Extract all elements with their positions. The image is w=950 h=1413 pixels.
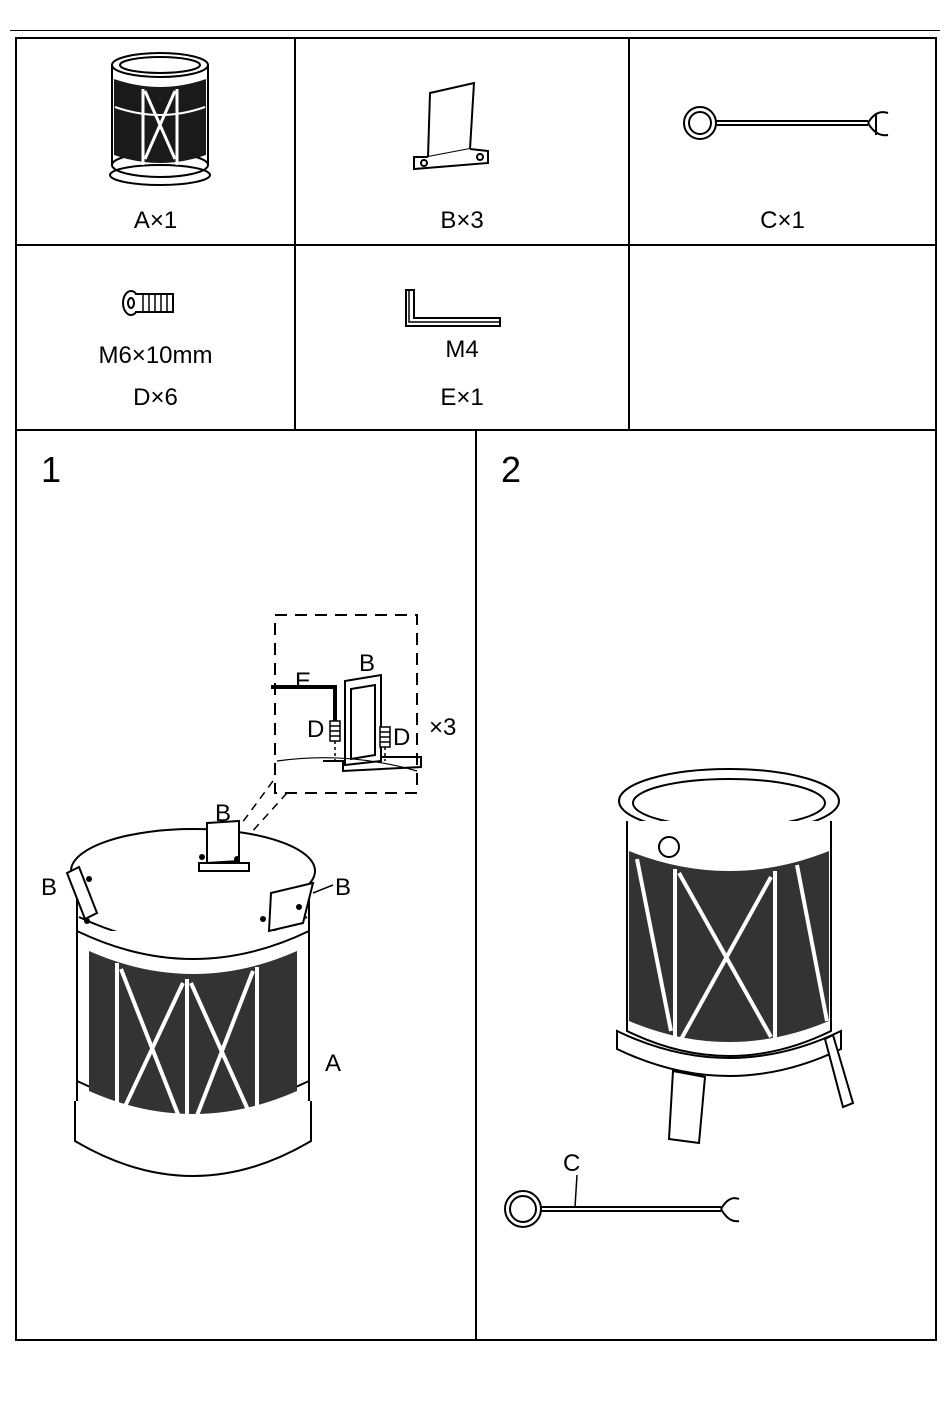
leg-bracket-icon [406,79,496,175]
part-e-size: M4 [296,336,628,364]
detail-callout-b: B [359,650,375,677]
assembly-sheet: A×1 B×3 C×1 [15,37,937,1341]
part-d-size: M6×10mm [17,342,294,370]
step-1-illustration: B E D D ×3 [17,431,477,1339]
page-top-rule [10,30,940,31]
part-c-cell: C×1 [630,39,935,244]
part-a-cell: A×1 [17,39,296,244]
empty-cell [630,246,935,429]
step1-callout-b-top: B [215,800,231,827]
parts-row-1: A×1 B×3 C×1 [17,39,935,246]
bolt-icon [121,288,177,318]
poker-tool-icon [505,1191,739,1227]
handle-ring-icon [659,837,679,857]
parts-row-2: M6×10mm D×6 M4 E×1 [17,246,935,431]
fire-pit-bowl-icon [105,47,215,187]
part-b-cell: B×3 [296,39,630,244]
detail-callout-d-left: D [307,716,324,743]
allen-key-icon [404,288,504,330]
step2-callout-c: C [563,1150,580,1177]
step1-callout-a: A [325,1050,341,1077]
detail-callout-e: E [295,668,311,695]
part-b-label: B×3 [296,207,628,235]
step-1-panel: 1 B E D [17,431,477,1339]
assembly-steps: 1 B E D [17,431,935,1339]
detail-callout-d-right: D [393,724,410,751]
part-e-cell: M4 E×1 [296,246,630,429]
step1-callout-b-right: B [335,874,351,901]
detail-multiplier: ×3 [429,714,456,741]
step-2-illustration: C [477,431,935,1339]
assembled-fire-pit-mesh [629,851,829,1045]
part-d-label: D×6 [17,384,294,412]
step1-callout-b-left: B [41,874,57,901]
part-c-label: C×1 [630,207,935,235]
part-e-label: E×1 [296,384,628,412]
poker-tool-icon [680,99,900,149]
step-2-panel: 2 [477,431,935,1339]
part-a-label: A×1 [17,207,294,235]
part-d-cell: M6×10mm D×6 [17,246,296,429]
